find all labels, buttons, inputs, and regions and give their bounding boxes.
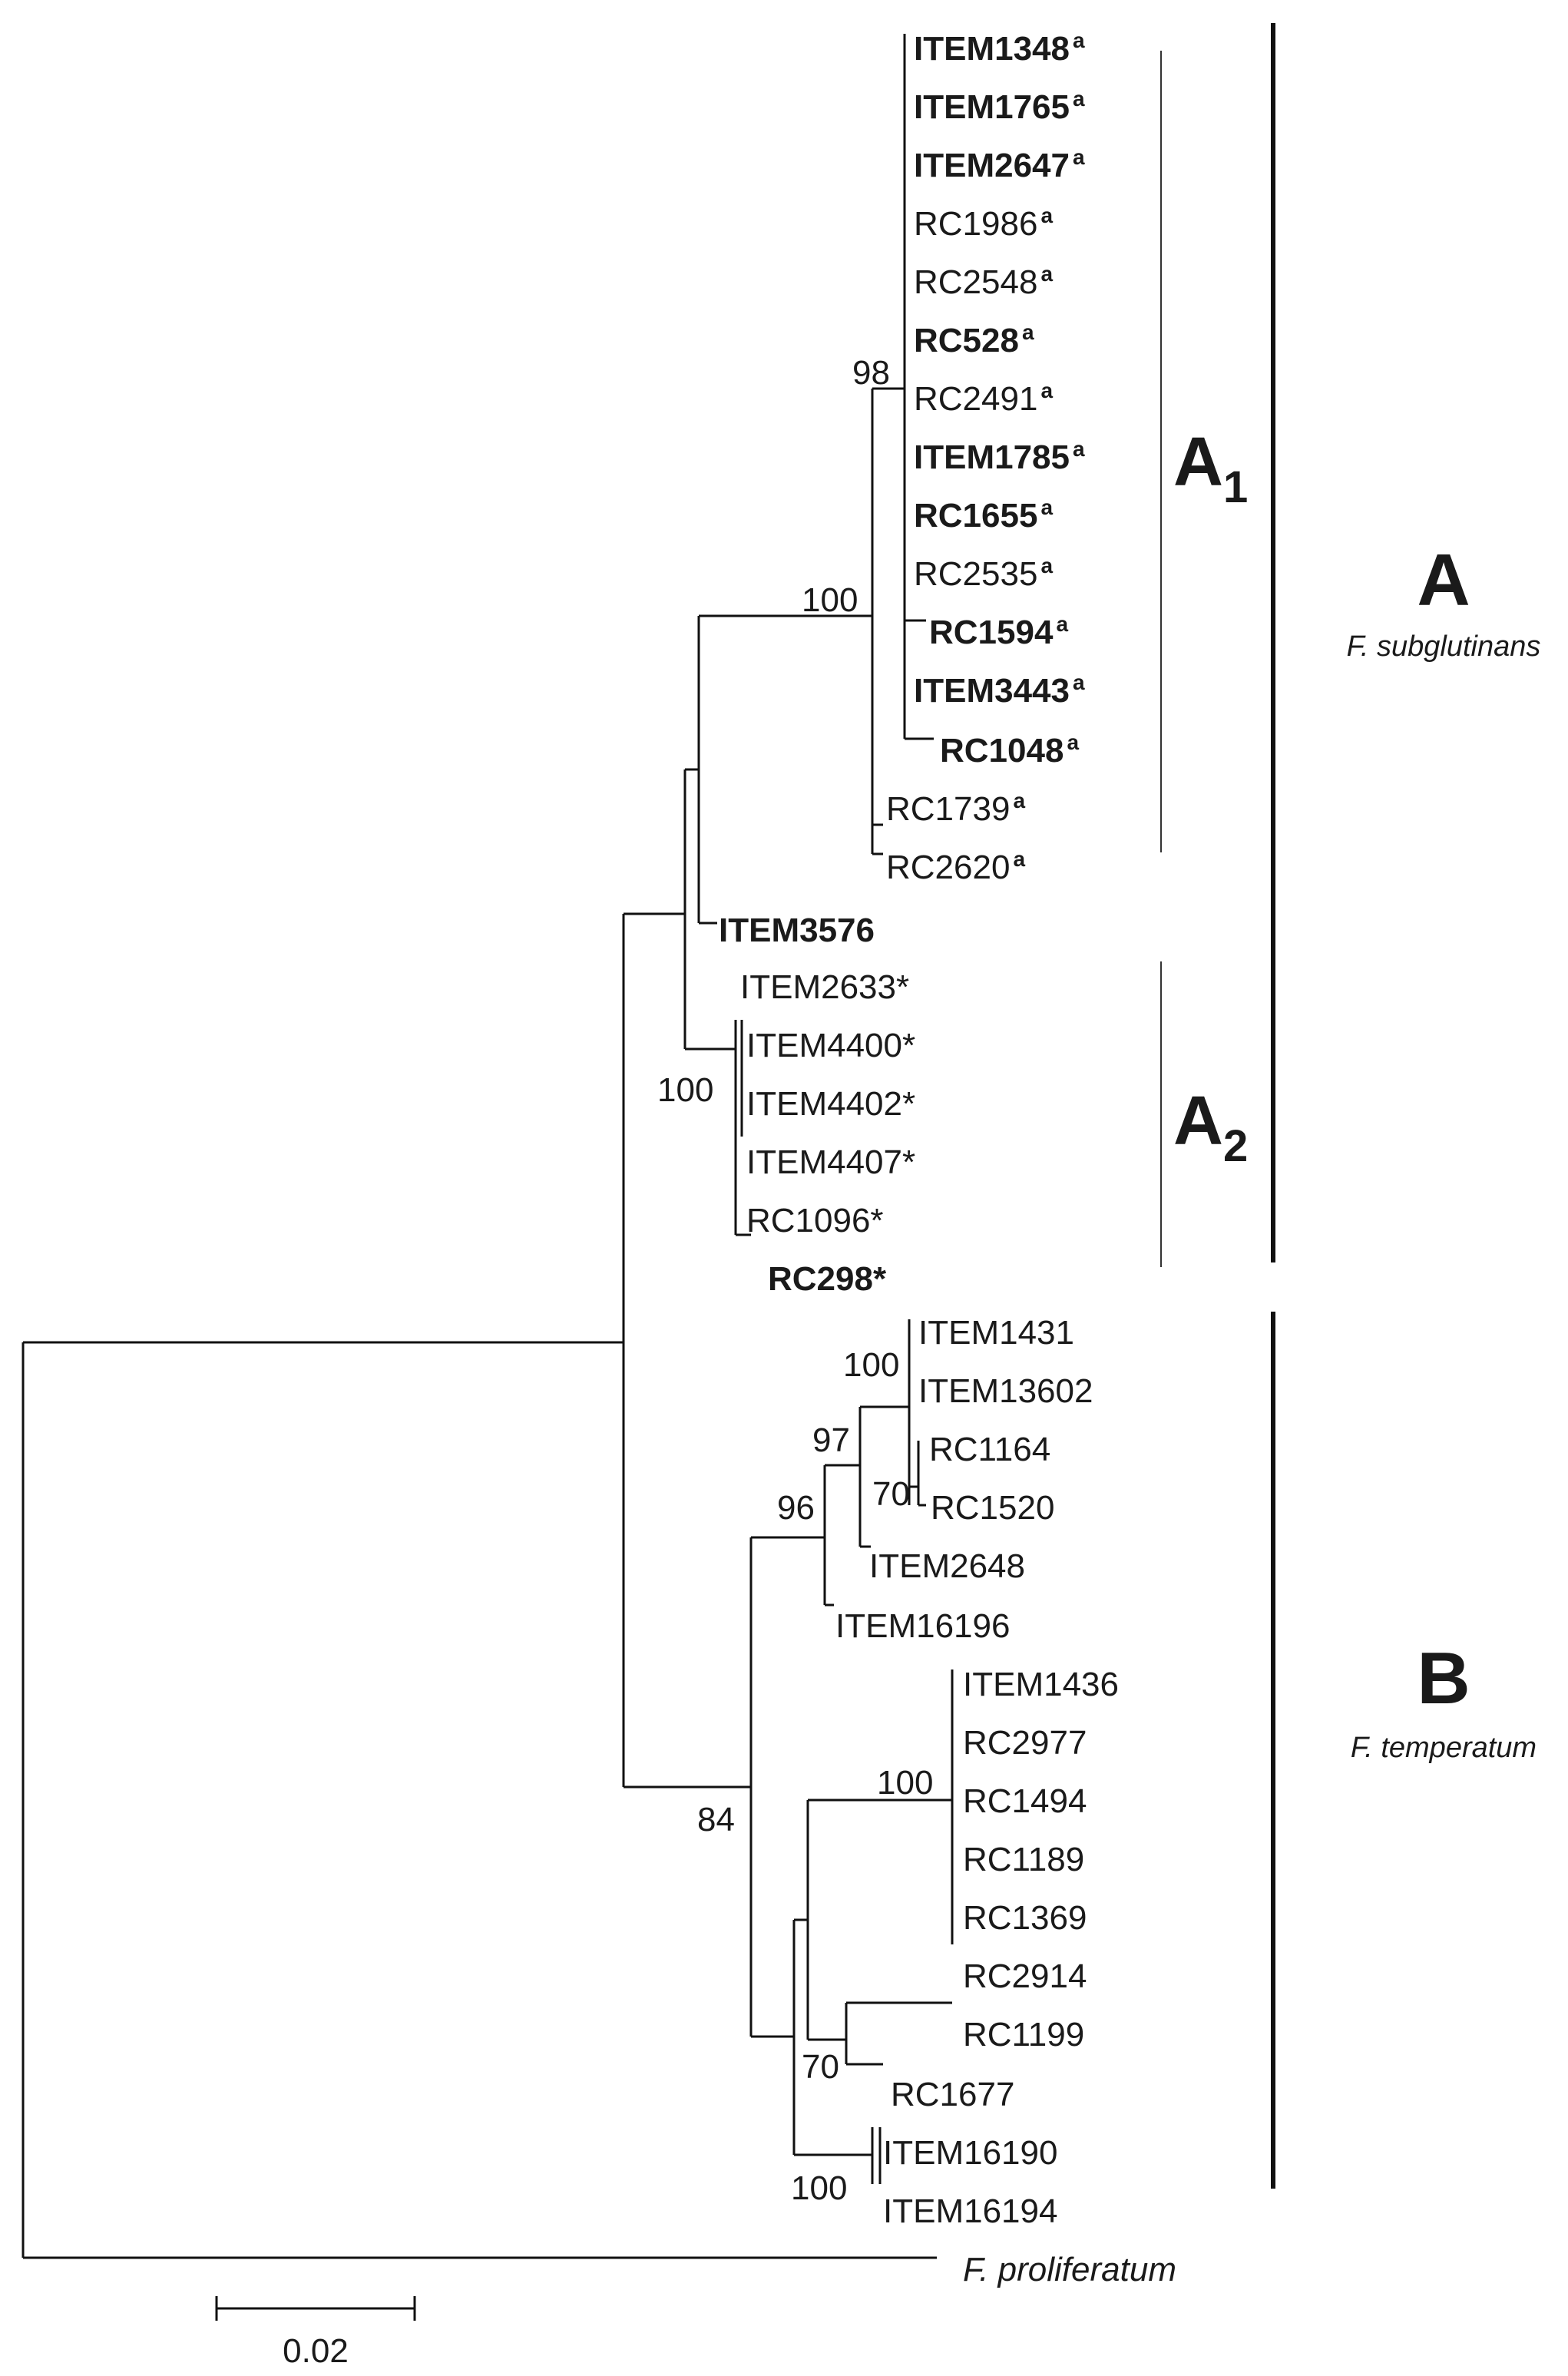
tree-branches (22, 34, 954, 2259)
bootstrap-70-rc1677: 70 (802, 2048, 839, 2086)
clade-a-label: A (1417, 539, 1470, 621)
bootstrap-70-rc1520: 70 (872, 1475, 910, 1513)
leaf-label: ITEM1431 (918, 1314, 1074, 1352)
bootstrap-84: 84 (697, 1801, 735, 1838)
leaf-label: ITEM4407* (746, 1143, 915, 1181)
leaf-label: ITEM1436 (963, 1666, 1119, 1703)
leaf-label: ITEM16190 (883, 2134, 1057, 2172)
scale-bar: 0.02 (215, 2296, 416, 2370)
leaf-label: ITEM16196 (835, 1607, 1010, 1645)
leaf-label: ITEM4400* (746, 1027, 915, 1064)
leaf-label: RC1520 (931, 1489, 1054, 1527)
bootstrap-98: 98 (852, 354, 890, 392)
leaf-label: ITEM4402* (746, 1085, 915, 1123)
leaf-label: RC2977 (963, 1724, 1087, 1762)
clade-b-label: B (1417, 1637, 1470, 1719)
leaf-label: ITEM16194 (883, 2192, 1057, 2230)
leaf-label: RC298* (768, 1260, 887, 1298)
clade-brackets (1160, 23, 1275, 2189)
leaf-label: ITEM2633* (740, 968, 909, 1006)
scale-bar-label: 0.02 (283, 2332, 349, 2370)
clade-a1-label: A1 (1173, 424, 1248, 512)
leaf-label: ITEM2648 (869, 1547, 1025, 1585)
leaf-label: RC1369 (963, 1899, 1087, 1937)
leaf-label: RC1096* (746, 1202, 884, 1239)
leaf-label: RC2914 (963, 1957, 1087, 1995)
leaf-label: ITEM3576 (719, 912, 875, 949)
clade-labels: A1 A2 A F. subglutinans B F. temperatum (1173, 424, 1540, 1764)
bootstrap-100-a2: 100 (657, 1071, 713, 1109)
bootstrap-values: 98 100 100 100 97 70 96 100 84 70 100 (657, 354, 933, 2207)
bootstrap-100-item16190: 100 (791, 2169, 847, 2207)
bootstrap-100-a1: 100 (802, 581, 858, 619)
leaf-label: RC1164 (929, 1431, 1050, 1468)
bootstrap-97: 97 (812, 1421, 850, 1459)
bootstrap-100-item1431: 100 (843, 1346, 899, 1384)
leaf-label: RC1189 (963, 1841, 1084, 1878)
clade-b-species: F. temperatum (1351, 1732, 1537, 1764)
leaf-label: RC1199 (963, 2016, 1084, 2053)
clade-a-species: F. subglutinans (1347, 630, 1541, 663)
bootstrap-96: 96 (777, 1489, 815, 1527)
leaf-label: RC1494 (963, 1782, 1087, 1820)
clade-a2-label: A2 (1173, 1083, 1248, 1171)
bootstrap-100-rc: 100 (877, 1764, 933, 1802)
leaf-label: F. proliferatum (963, 2251, 1176, 2288)
leaf-label: RC1677 (891, 2076, 1014, 2113)
leaf-label: ITEM13602 (918, 1372, 1093, 1410)
